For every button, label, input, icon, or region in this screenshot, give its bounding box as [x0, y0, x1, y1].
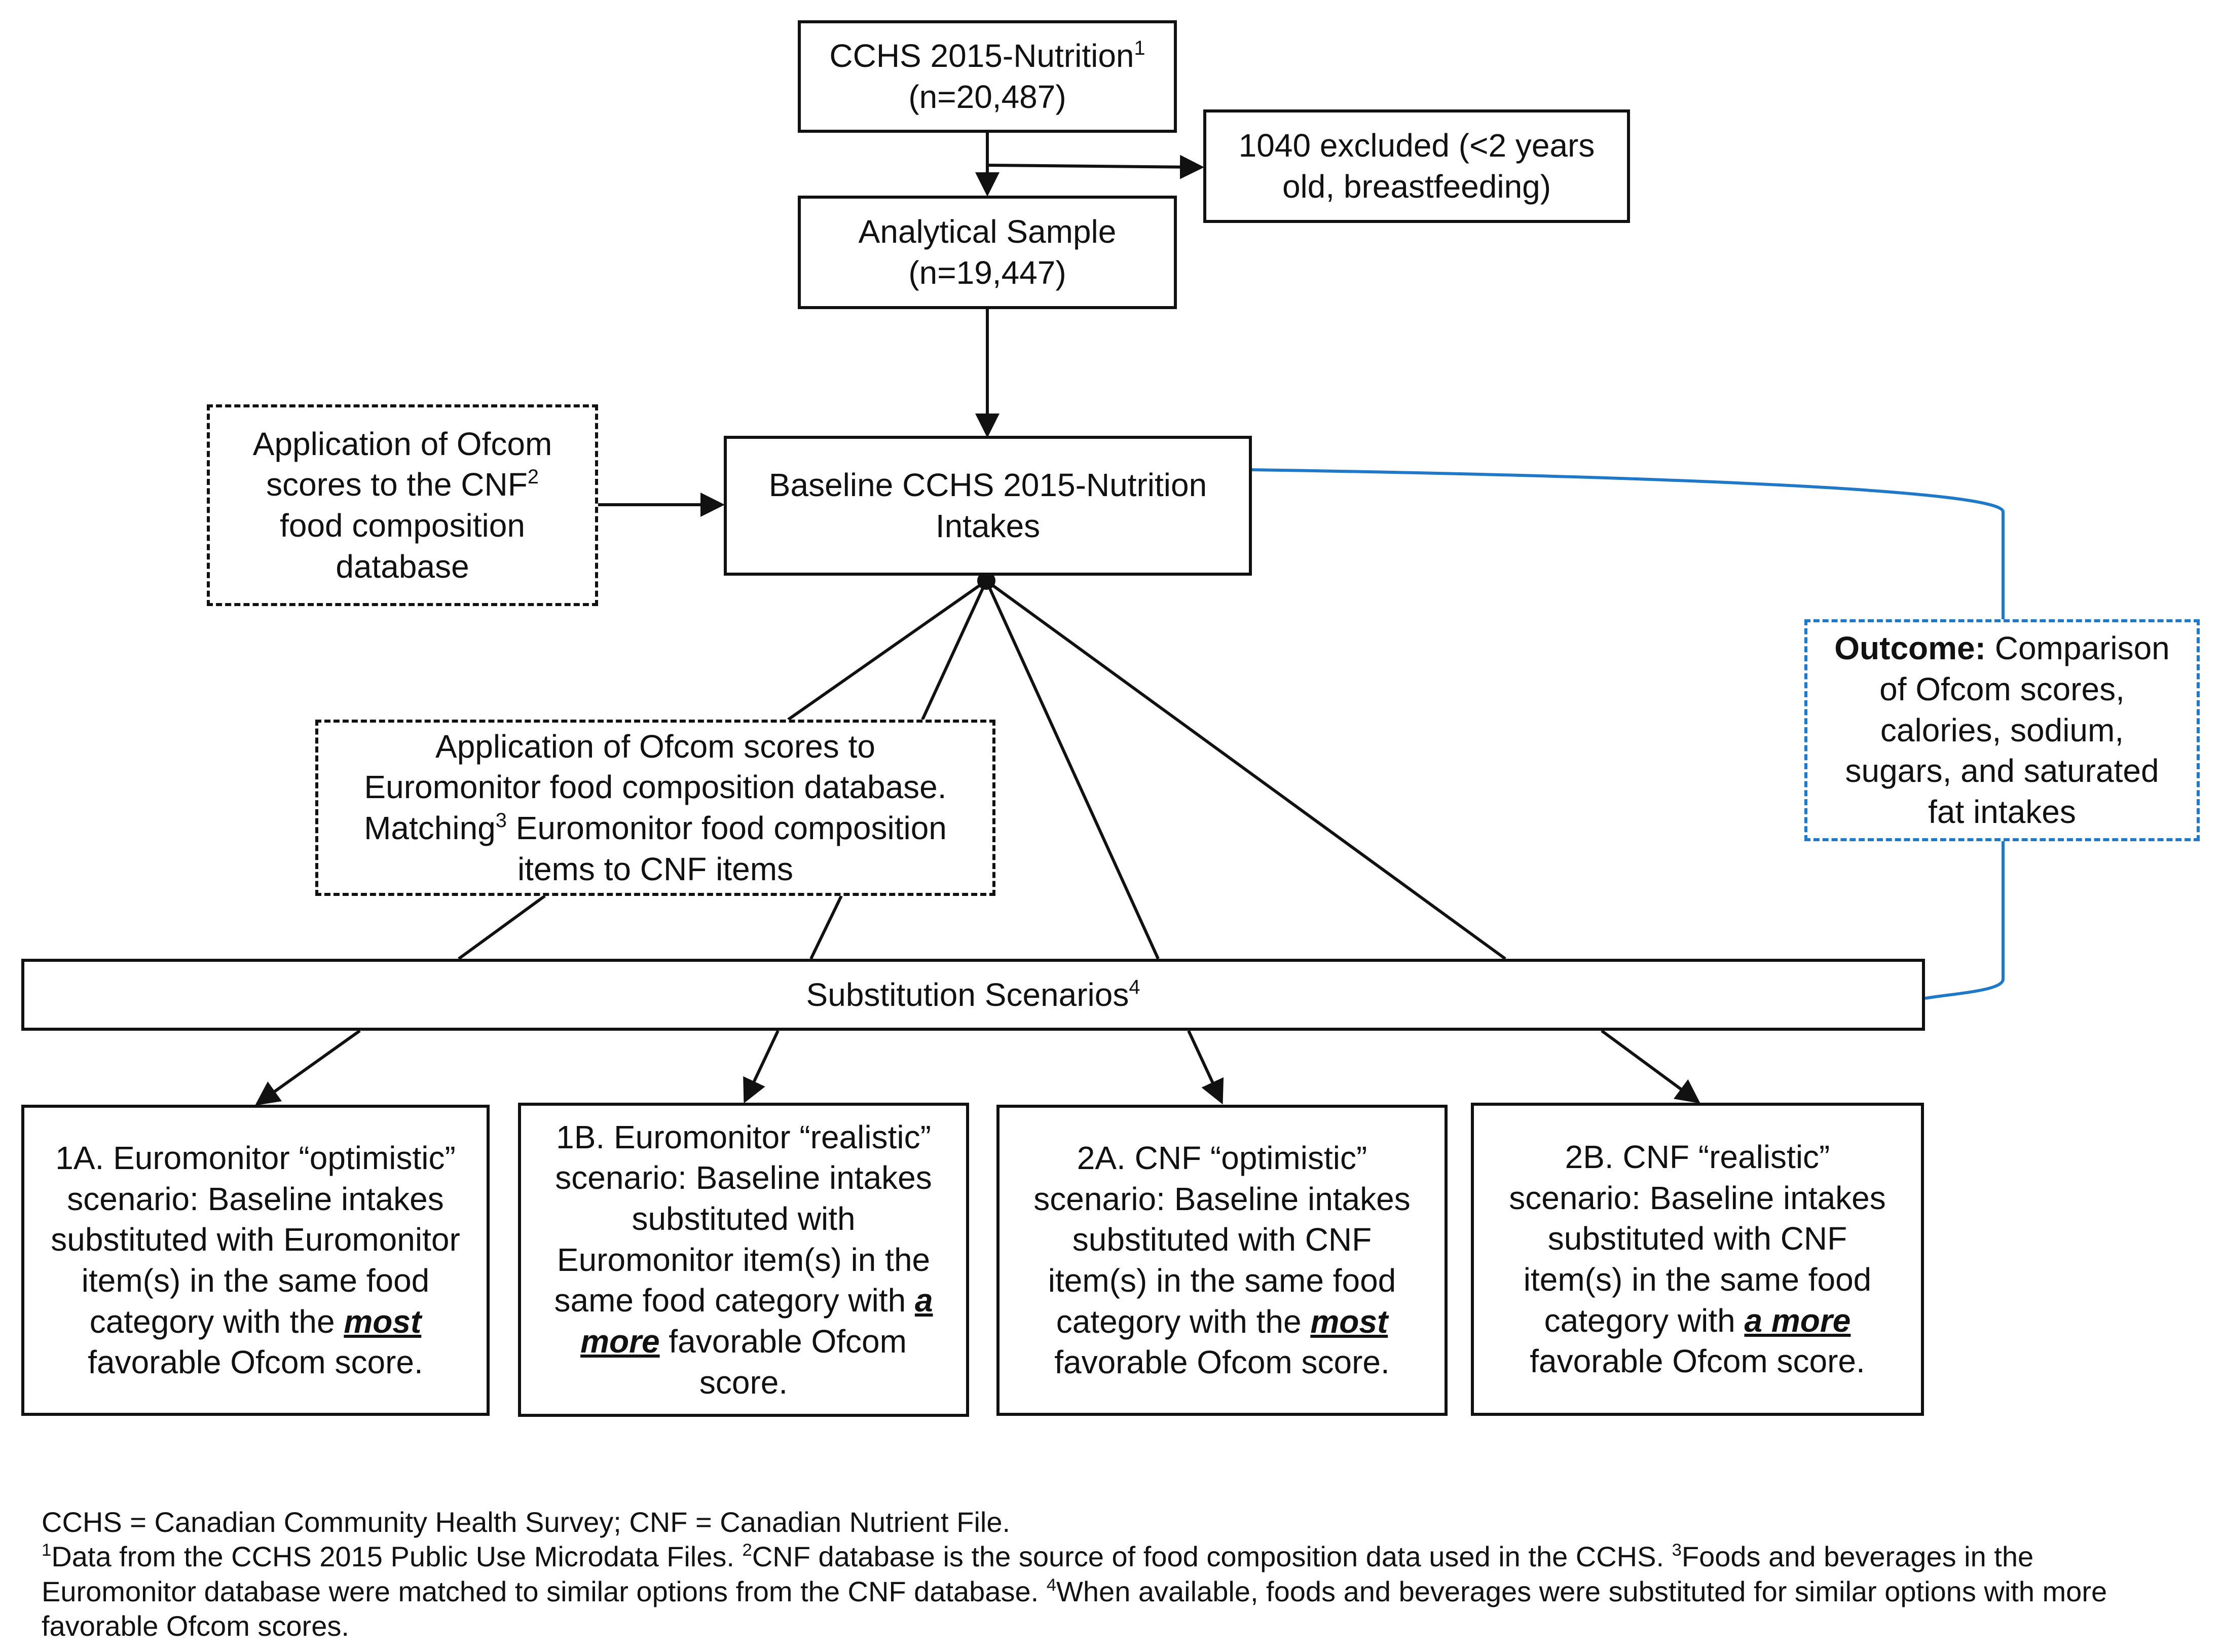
link-substitution-to-baseline-right	[985, 579, 1506, 960]
s1b-emphasis-1: a	[914, 1282, 933, 1319]
link-euromonitor-to-baseline-right	[921, 580, 988, 721]
abbreviations-note: CCHS = Canadian Community Health Survey;…	[42, 1506, 1011, 1538]
s2b-text-2: scenario: Baseline intakes	[1509, 1179, 1886, 1216]
scenario-2b-box: 2B. CNF “realistic” scenario: Baseline i…	[1471, 1103, 1924, 1416]
s2b-text-4: item(s) in the same food	[1523, 1261, 1872, 1298]
s2a-text-5: category with the	[1056, 1303, 1311, 1340]
s2a-text-2: scenario: Baseline intakes	[1033, 1180, 1411, 1217]
s2a-text-1: 2A. CNF “optimistic”	[1077, 1140, 1367, 1177]
s2a-text-6: favorable Ofcom score.	[1054, 1344, 1390, 1381]
footnote-2-marker: 2	[742, 1541, 752, 1560]
euromonitor-box: Application of Ofcom scores to Euromonit…	[315, 720, 995, 896]
s1a-emphasis: most	[344, 1303, 422, 1340]
s1b-text-5: same food category with	[554, 1282, 915, 1319]
ofcom-cnf-text-2: scores to the CNF	[266, 466, 528, 503]
baseline-text-1: Baseline CCHS 2015-Nutrition	[768, 467, 1207, 504]
outcome-box: Outcome: Comparison of Ofcom scores, cal…	[1804, 619, 2200, 841]
baseline-text-2: Intakes	[935, 508, 1041, 544]
euromonitor-text-4: items to CNF items	[517, 850, 794, 887]
s2a-text-4: item(s) in the same food	[1048, 1262, 1396, 1299]
substitution-title: Substitution Scenarios	[806, 976, 1129, 1013]
s1b-text-4: Euromonitor item(s) in the	[557, 1241, 931, 1278]
s1b-text-7: score.	[699, 1364, 788, 1401]
euromonitor-text-1: Application of Ofcom scores to	[435, 728, 875, 765]
s1b-text-2: scenario: Baseline intakes	[555, 1159, 932, 1196]
footnote-3: Foods and beverages in the Euromonitor d…	[42, 1541, 2034, 1607]
footnote-4: When available, foods and beverages were…	[42, 1575, 2107, 1642]
footnote-1: Data from the CCHS 2015 Public Use Micro…	[51, 1541, 743, 1573]
outcome-label: Outcome:	[1834, 630, 1986, 667]
scenario-1a-box: 1A. Euromonitor “optimistic” scenario: B…	[21, 1105, 490, 1416]
s2a-emphasis: most	[1310, 1303, 1388, 1340]
ofcom-cnf-text-1: Application of Ofcom	[252, 425, 552, 462]
s1b-text-3: substituted with	[632, 1200, 856, 1237]
arrow-to-scenario-2b	[1601, 1029, 1700, 1104]
ofcom-cnf-footnote-ref: 2	[527, 466, 539, 489]
baseline-junction-dot	[977, 572, 995, 590]
s1b-text-6: favorable Ofcom	[659, 1323, 907, 1360]
ofcom-cnf-box: Application of Ofcom scores to the CNF2 …	[207, 404, 598, 606]
s1a-text-6: favorable Ofcom score.	[88, 1344, 423, 1381]
analytical-sample-size: (n=19,447)	[908, 254, 1066, 291]
euromonitor-footnote-ref: 3	[495, 809, 507, 832]
arrow-to-scenario-2a	[1187, 1030, 1224, 1105]
scenario-2a-box: 2A. CNF “optimistic” scenario: Baseline …	[996, 1105, 1448, 1416]
euromonitor-text-2: Euromonitor food composition database.	[364, 769, 947, 806]
s2b-emphasis: a more	[1744, 1302, 1851, 1339]
s1a-text-4: item(s) in the same food	[81, 1262, 430, 1299]
footnotes: CCHS = Canadian Community Health Survey;…	[42, 1505, 2180, 1643]
footnote-body: 1Data from the CCHS 2015 Public Use Micr…	[42, 1540, 2180, 1643]
analytical-sample-box: Analytical Sample (n=19,447)	[798, 196, 1177, 309]
s1a-text-5: category with the	[89, 1303, 344, 1340]
analytical-title: Analytical Sample	[858, 213, 1117, 250]
ofcom-cnf-text-4: database	[336, 548, 469, 585]
link-substitution-to-baseline-center	[985, 580, 1160, 960]
footnote-1-marker: 1	[42, 1541, 52, 1560]
outcome-bracket	[1251, 468, 2005, 1000]
arrow-exclusion	[987, 155, 1204, 179]
excluded-box: 1040 excluded (<2 years old, breastfeedi…	[1203, 109, 1630, 223]
s2b-text-1: 2B. CNF “realistic”	[1565, 1139, 1830, 1176]
s1b-text-1: 1B. Euromonitor “realistic”	[556, 1118, 931, 1155]
arrow-to-scenario-1a	[255, 1029, 361, 1106]
outcome-text-5: fat intakes	[1928, 793, 2076, 830]
excluded-text-1: 1040 excluded (<2 years	[1238, 127, 1595, 164]
footnote-4-marker: 4	[1046, 1575, 1057, 1595]
outcome-text-3: calories, sodium,	[1880, 711, 2124, 748]
ofcom-cnf-text-3: food composition	[280, 507, 525, 544]
footnote-3-marker: 3	[1672, 1541, 1682, 1560]
s1b-emphasis-2: more	[580, 1323, 660, 1360]
s1a-text-1: 1A. Euromonitor “optimistic”	[55, 1140, 456, 1177]
cchs-sample-size: (n=20,487)	[908, 79, 1066, 115]
substitution-scenarios-box: Substitution Scenarios4	[21, 959, 1925, 1031]
baseline-intakes-box: Baseline CCHS 2015-Nutrition Intakes	[724, 436, 1252, 576]
s2a-text-3: substituted with CNF	[1072, 1221, 1372, 1258]
outcome-text-4: sugars, and saturated	[1845, 753, 2159, 790]
link-substitution-to-euromonitor-right	[809, 895, 843, 960]
link-euromonitor-to-baseline-left	[787, 579, 987, 721]
excluded-text-2: old, breastfeeding)	[1282, 168, 1551, 205]
outcome-text-2: of Ofcom scores,	[1879, 671, 2125, 708]
s2b-text-6: favorable Ofcom score.	[1530, 1343, 1865, 1380]
s2b-text-3: substituted with CNF	[1547, 1220, 1847, 1257]
euromonitor-text-3b: Euromonitor food composition	[506, 810, 947, 846]
arrow-to-scenario-1b	[743, 1030, 780, 1104]
euromonitor-text-3a: Matching	[364, 810, 496, 846]
s1a-text-2: scenario: Baseline intakes	[67, 1180, 444, 1217]
s1a-text-3: substituted with Euromonitor	[51, 1221, 460, 1258]
scenario-1b-box: 1B. Euromonitor “realistic” scenario: Ba…	[518, 1103, 969, 1417]
outcome-text-1: Comparison	[1985, 630, 2170, 667]
s2b-text-5: category with	[1544, 1302, 1745, 1339]
footnote-2: CNF database is the source of food compo…	[752, 1541, 1672, 1573]
cchs-title: CCHS 2015-Nutrition	[829, 37, 1134, 74]
substitution-footnote-ref: 4	[1129, 975, 1140, 998]
cchs-2015-box: CCHS 2015-Nutrition1 (n=20,487)	[798, 20, 1177, 133]
link-substitution-to-euromonitor-left	[458, 894, 546, 960]
cchs-footnote-ref: 1	[1134, 37, 1145, 60]
